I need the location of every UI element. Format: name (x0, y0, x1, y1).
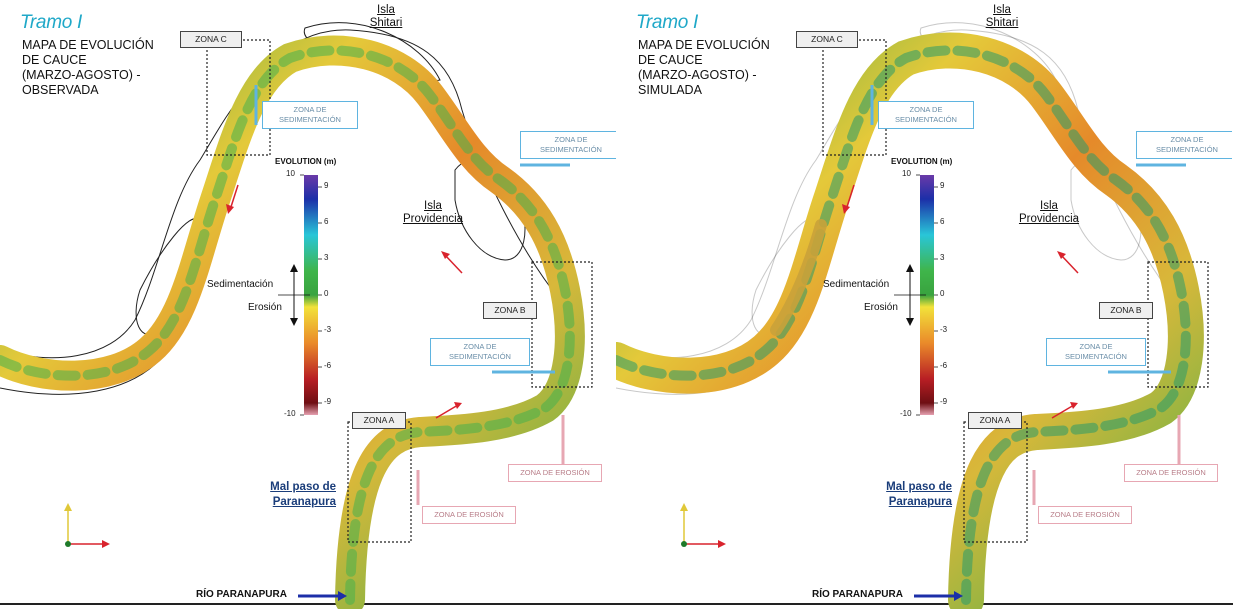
flow-arrowhead-3 (1070, 402, 1078, 409)
map-title: MAPA DE EVOLUCIÓN DE CAUCE (MARZO-AGOSTO… (22, 38, 154, 97)
axis-origin (681, 541, 687, 547)
ero-zone-label-b: ZONA DE EROSIÓN (1124, 464, 1218, 482)
zone-a-label: ZONA A (352, 412, 406, 429)
zone-a-box (347, 421, 412, 543)
legend-colorbar (920, 175, 934, 415)
axis-x-arrowhead (718, 540, 726, 548)
river-entry-arrowhead (954, 591, 963, 601)
isla-providencia-label: Isla Providencia (1018, 200, 1080, 225)
legend-tick-m9: -9 (940, 397, 948, 406)
axis-x-arrowhead (102, 540, 110, 548)
isla-shitari-label: Isla Shitari (369, 4, 403, 29)
map-panel-simulada: Tramo I MAPA DE EVOLUCIÓN DE CAUCE (MARZ… (616, 0, 1232, 609)
ero-arrowhead (290, 318, 298, 326)
flow-arrowhead-3 (454, 402, 462, 409)
flow-arrow-3 (1051, 404, 1075, 419)
map-title: MAPA DE EVOLUCIÓN DE CAUCE (MARZO-AGOSTO… (638, 38, 770, 97)
legend-tick-9: 9 (324, 181, 329, 190)
tramo-title: Tramo I (20, 12, 82, 33)
legend-tick-6: 6 (324, 217, 329, 226)
sed-zone-label-c: ZONA DE SEDIMENTACIÓN (262, 101, 358, 129)
legend-tick-m3: -3 (940, 325, 948, 334)
sed-zone-label-b: ZONA DE SEDIMENTACIÓN (430, 338, 530, 366)
legend-tick-3: 3 (940, 253, 945, 262)
flow-arrowhead-2 (1057, 251, 1066, 259)
ero-zone-label-a: ZONA DE EROSIÓN (1038, 506, 1132, 524)
flow-arrow-2 (444, 254, 463, 274)
flow-arrow-2 (1060, 254, 1079, 274)
legend-tick-0: 0 (940, 289, 945, 298)
sed-zone-label-b: ZONA DE SEDIMENTACIÓN (1046, 338, 1146, 366)
legend-title: EVOLUTION (m) (891, 157, 953, 166)
legend-min: -10 (900, 409, 912, 418)
legend-tick-0: 0 (324, 289, 329, 298)
axis-y-arrowhead (680, 503, 688, 511)
legend-min: -10 (284, 409, 296, 418)
flow-arrowhead-1 (226, 204, 234, 214)
river-texture (0, 45, 575, 605)
sed-zone-label-c: ZONA DE SEDIMENTACIÓN (878, 101, 974, 129)
rio-paranapura-label: RÍO PARANAPURA (196, 589, 287, 600)
sed-arrowhead (906, 264, 914, 272)
tramo-title: Tramo I (636, 12, 698, 33)
flow-arrow-1 (229, 184, 239, 211)
sedimentacion-label: Sedimentación (823, 279, 890, 290)
ero-arrowhead (906, 318, 914, 326)
legend-title: EVOLUTION (m) (275, 157, 337, 166)
zone-b-label: ZONA B (1099, 302, 1153, 319)
legend-tick-3: 3 (324, 253, 329, 262)
sedimentacion-label: Sedimentación (207, 279, 274, 290)
sed-zone-label-top: ZONA DE SEDIMENTACIÓN (1136, 131, 1232, 159)
zone-a-label: ZONA A (968, 412, 1022, 429)
flow-arrowhead-1 (842, 204, 850, 214)
zone-c-label: ZONA C (180, 31, 242, 48)
legend-tick-m6: -6 (940, 361, 948, 370)
erosion-label: Erosión (864, 302, 898, 313)
axis-y-arrowhead (64, 503, 72, 511)
legend-tick-m6: -6 (324, 361, 332, 370)
river-entry-arrowhead (338, 591, 347, 601)
legend-tick-9: 9 (940, 181, 945, 190)
map-panel-observada: Tramo I MAPA DE EVOLUCIÓN DE CAUCE (MARZ… (0, 0, 616, 609)
zone-b-label: ZONA B (483, 302, 537, 319)
river-map (0, 22, 593, 609)
legend-max: 10 (902, 169, 911, 178)
zone-c-label: ZONA C (796, 31, 858, 48)
secondary-channel (770, 219, 827, 336)
legend-max: 10 (286, 169, 295, 178)
mal-paso-label: Mal paso de Paranapura (886, 481, 952, 508)
legend-tick-6: 6 (940, 217, 945, 226)
flow-arrow-3 (435, 404, 459, 419)
bottom-rule (0, 603, 1233, 605)
zone-b-box (531, 261, 593, 388)
isla-shitari-label: Isla Shitari (985, 4, 1019, 29)
river-map (616, 22, 1209, 609)
legend-ticks (300, 174, 322, 416)
zone-b-box (1147, 261, 1209, 388)
sed-arrowhead (290, 264, 298, 272)
flow-arrow-1 (845, 184, 855, 211)
ero-zone-label-a: ZONA DE EROSIÓN (422, 506, 516, 524)
zone-c-box (822, 39, 887, 156)
legend-tick-m9: -9 (324, 397, 332, 406)
sed-zone-label-top: ZONA DE SEDIMENTACIÓN (520, 131, 616, 159)
ero-zone-label-b: ZONA DE EROSIÓN (508, 464, 602, 482)
legend-tick-m3: -3 (324, 325, 332, 334)
mal-paso-label: Mal paso de Paranapura (270, 481, 336, 508)
zone-c-box (206, 39, 271, 156)
flow-arrowhead-2 (441, 251, 450, 259)
zone-a-box (963, 421, 1028, 543)
erosion-label: Erosión (248, 302, 282, 313)
isla-providencia-label: Isla Providencia (402, 200, 464, 225)
rio-paranapura-label: RÍO PARANAPURA (812, 589, 903, 600)
axis-origin (65, 541, 71, 547)
legend-ticks (916, 174, 938, 416)
legend-colorbar (304, 175, 318, 415)
